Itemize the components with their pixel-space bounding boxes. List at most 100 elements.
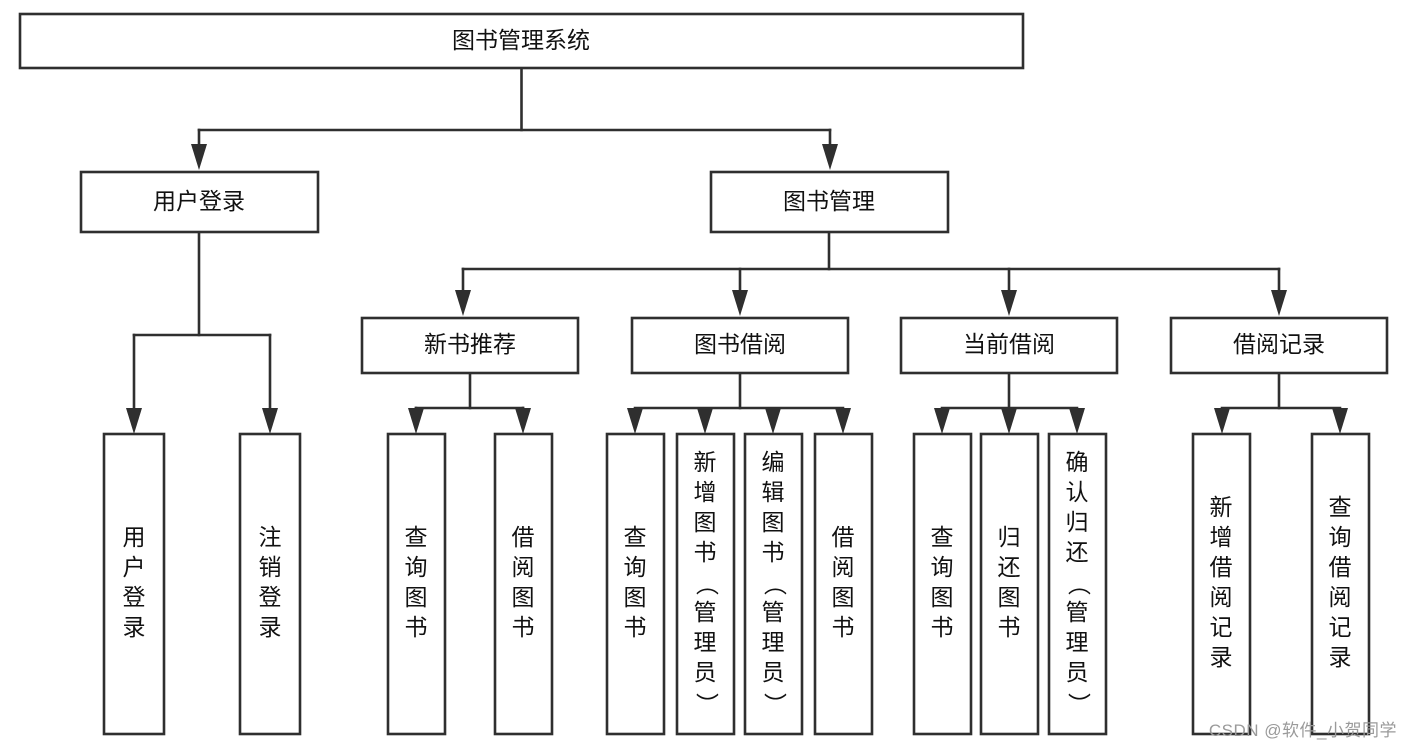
node-user-login[interactable]: 用户登录 <box>79 170 320 234</box>
node-current-borrow-box[interactable] <box>899 316 1119 375</box>
node-leaf-logout-box[interactable] <box>238 432 302 736</box>
arrow-icon <box>1214 408 1230 434</box>
arrow-icon <box>455 290 471 316</box>
node-leaf-query-book-current-box[interactable] <box>912 432 973 736</box>
node-leaf-query-book-recommend-box[interactable] <box>386 432 447 736</box>
svg-text:）: ） <box>1066 693 1092 716</box>
arrow-icon <box>515 408 531 434</box>
connector-group-root <box>191 66 838 170</box>
svg-text:登: 登 <box>123 584 146 610</box>
svg-text:员: 员 <box>762 659 785 685</box>
svg-text:书: 书 <box>512 614 535 640</box>
node-new-book-recommend[interactable]: 新书推荐 <box>360 316 580 375</box>
svg-text:销: 销 <box>259 554 282 580</box>
svg-text:登: 登 <box>259 584 282 610</box>
svg-text:图: 图 <box>694 509 717 535</box>
svg-text:记: 记 <box>1210 614 1233 640</box>
svg-text:书: 书 <box>762 539 785 565</box>
arrow-icon <box>732 290 748 316</box>
svg-text:询: 询 <box>624 554 647 580</box>
svg-text:查: 查 <box>931 524 954 550</box>
node-leaf-borrow-book-box[interactable] <box>813 432 874 736</box>
arrow-icon <box>822 144 838 170</box>
svg-text:图: 图 <box>624 584 647 610</box>
connector-group-book-borrow <box>627 371 851 434</box>
node-leaf-user-login-box[interactable] <box>102 432 166 736</box>
node-current-borrow[interactable]: 当前借阅 <box>899 316 1119 375</box>
svg-text:询: 询 <box>931 554 954 580</box>
connector-group-new-book-recommend <box>408 371 531 434</box>
node-root-box[interactable] <box>18 12 1025 70</box>
node-leaf-query-borrow-record-box[interactable] <box>1310 432 1371 736</box>
node-leaf-user-login[interactable]: 用户登录 <box>102 432 166 736</box>
svg-text:管: 管 <box>694 599 717 625</box>
svg-text:归: 归 <box>998 524 1021 550</box>
svg-text:理: 理 <box>762 629 785 655</box>
node-leaf-edit-book-admin-box[interactable] <box>743 432 804 736</box>
node-new-book-recommend-box[interactable] <box>360 316 580 375</box>
node-book-management-box[interactable] <box>709 170 950 234</box>
svg-text:查: 查 <box>624 524 647 550</box>
arrow-icon <box>627 408 643 434</box>
svg-text:归: 归 <box>1066 509 1089 535</box>
arrow-icon <box>1001 408 1017 434</box>
arrow-icon <box>835 408 851 434</box>
svg-text:借: 借 <box>512 524 535 550</box>
svg-text:书: 书 <box>931 614 954 640</box>
node-leaf-borrow-book-recommend-box[interactable] <box>493 432 554 736</box>
node-borrow-record-box[interactable] <box>1169 316 1389 375</box>
node-new-book-recommend-label: 新书推荐 <box>424 331 516 357</box>
svg-text:理: 理 <box>694 629 717 655</box>
node-leaf-confirm-return-admin-box[interactable] <box>1047 432 1108 736</box>
connector-group-user-login <box>126 230 278 434</box>
node-book-borrow[interactable]: 图书借阅 <box>630 316 850 375</box>
svg-text:还: 还 <box>998 554 1021 580</box>
svg-text:录: 录 <box>259 614 282 640</box>
svg-text:阅: 阅 <box>1210 584 1233 610</box>
node-leaf-return-book-box[interactable] <box>979 432 1040 736</box>
connector-group-book-management <box>455 230 1287 316</box>
arrow-icon <box>934 408 950 434</box>
svg-text:录: 录 <box>1329 644 1352 670</box>
node-leaf-add-book-admin-box[interactable] <box>675 432 736 736</box>
node-root-label: 图书管理系统 <box>452 27 590 53</box>
node-user-login-box[interactable] <box>79 170 320 234</box>
svg-text:阅: 阅 <box>832 554 855 580</box>
arrow-icon <box>697 408 713 434</box>
node-borrow-record-label: 借阅记录 <box>1233 331 1325 357</box>
node-root[interactable]: 图书管理系统 <box>18 12 1025 70</box>
svg-text:编: 编 <box>762 449 785 475</box>
node-book-management[interactable]: 图书管理 <box>709 170 950 234</box>
svg-text:书: 书 <box>405 614 428 640</box>
node-book-borrow-box[interactable] <box>630 316 850 375</box>
node-leaf-query-book-borrow-box[interactable] <box>605 432 666 736</box>
svg-text:管: 管 <box>1066 599 1089 625</box>
svg-text:认: 认 <box>1066 479 1089 505</box>
svg-text:阅: 阅 <box>512 554 535 580</box>
svg-text:还: 还 <box>1066 539 1089 565</box>
arrow-icon <box>262 408 278 434</box>
node-borrow-record[interactable]: 借阅记录 <box>1169 316 1389 375</box>
node-leaf-add-borrow-record-box[interactable] <box>1191 432 1252 736</box>
connector-group-current-borrow <box>934 371 1085 434</box>
